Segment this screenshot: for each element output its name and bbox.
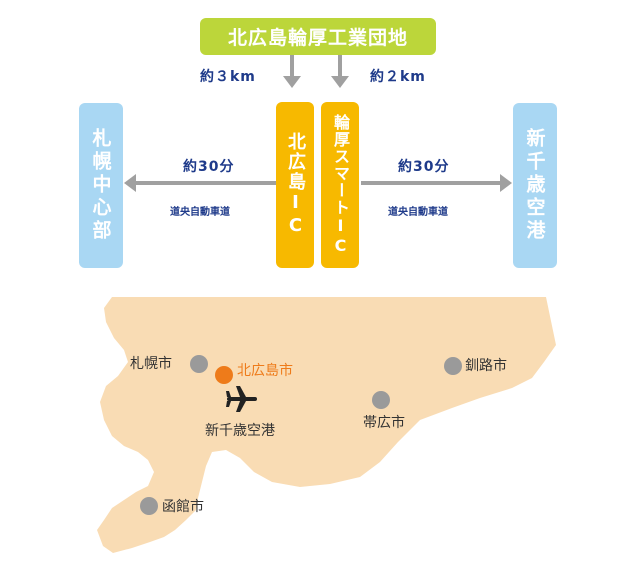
left-route-time: 約30分 (183, 159, 235, 175)
down-arrow-left-shaft (290, 55, 294, 77)
route-arrows (124, 55, 512, 192)
sapporo-dot (190, 355, 208, 373)
distance-right: 約２km (370, 69, 426, 85)
sapporo-center-box: 札幌中心部 (79, 103, 123, 268)
kitahiroshima-label: 北広島市 (237, 363, 293, 379)
kitahiroshima-dot (215, 366, 233, 384)
distance-left: 約３km (200, 69, 256, 85)
industrial-park-title-box: 北広島輪厚工業団地 (200, 18, 436, 55)
industrial-park-title: 北広島輪厚工業団地 (227, 27, 408, 49)
down-arrow-left-head (283, 76, 301, 88)
right-arrow-head (500, 174, 512, 192)
airplane-icon (226, 386, 257, 412)
new-chitose-label: 新千歳空港 (523, 128, 546, 243)
obihiro-dot (372, 391, 390, 409)
right-route-time: 約30分 (398, 159, 450, 175)
sapporo-label: 札幌市 (130, 356, 172, 372)
kitahiroshima-ic-box: 北広島IC (276, 102, 314, 268)
hakodate-dot (140, 497, 158, 515)
obihiro-label: 帯広市 (363, 415, 405, 431)
kitahiroshima-ic-label: 北広島IC (285, 132, 306, 238)
wattsu-smart-ic-label: 輪厚スマートIC (331, 114, 350, 256)
new-chitose-box: 新千歳空港 (513, 103, 557, 268)
kushiro-label: 釧路市 (465, 358, 507, 374)
hokkaido-landmass (97, 297, 556, 553)
left-route-road: 道央自動車道 (170, 207, 230, 218)
left-arrow-head (124, 174, 136, 192)
right-route-road: 道央自動車道 (388, 207, 448, 218)
left-arrow-shaft (135, 181, 276, 185)
down-arrow-right-head (331, 76, 349, 88)
new-chitose-airport-label: 新千歳空港 (205, 423, 275, 439)
hakodate-label: 函館市 (162, 499, 204, 515)
sapporo-center-label: 札幌中心部 (89, 128, 112, 243)
wattsu-smart-ic-box: 輪厚スマートIC (321, 102, 359, 268)
down-arrow-right-shaft (338, 55, 342, 77)
kushiro-dot (444, 357, 462, 375)
right-arrow-shaft (361, 181, 501, 185)
